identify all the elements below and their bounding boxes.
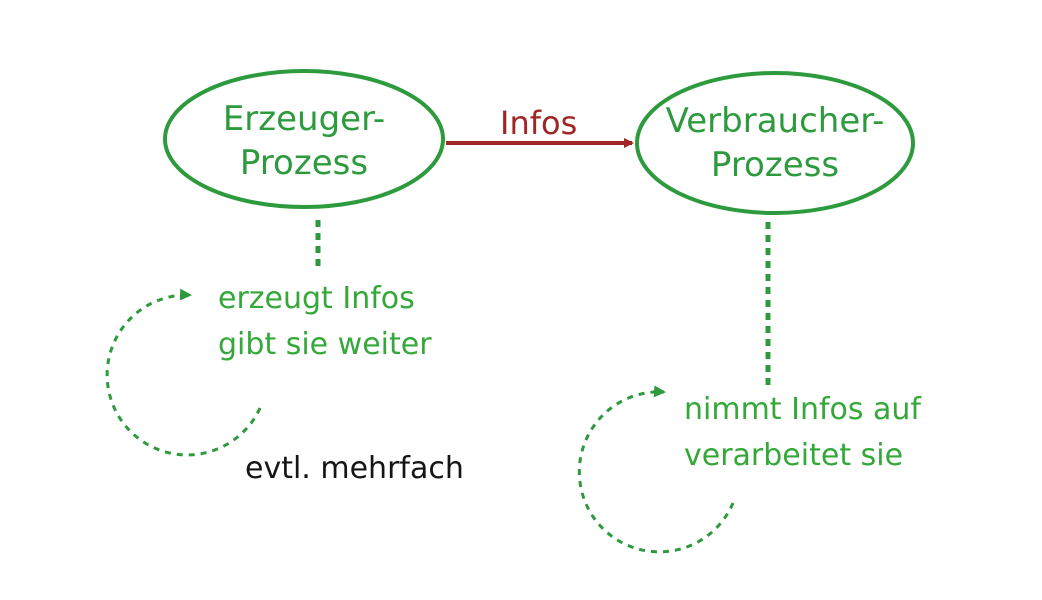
- consumer-node-ellipse: [635, 71, 915, 215]
- producer-note-line2: gibt sie weiter: [218, 327, 432, 362]
- consumer-label-line1: Verbraucher-: [665, 101, 885, 141]
- producer-label-line1: Erzeuger-: [222, 99, 386, 139]
- consumer-node-label: Verbraucher- Prozess: [650, 99, 900, 187]
- producer-node-ellipse: [163, 69, 445, 209]
- consumer-loop-arrow: [577, 385, 735, 554]
- producer-note: erzeugt Infos gibt sie weiter: [218, 276, 432, 368]
- consumer-note-line1: nimmt Infos auf: [684, 392, 921, 427]
- consumer-note: nimmt Infos auf verarbeitet sie: [684, 387, 921, 479]
- producer-loop-arrow: [105, 288, 262, 457]
- consumer-label-line2: Prozess: [710, 145, 840, 185]
- producer-node-label: Erzeuger- Prozess: [214, 97, 394, 185]
- consumer-note-line2: verarbeitet sie: [684, 438, 904, 473]
- repeat-note: evtl. mehrfach: [245, 451, 464, 486]
- producer-note-line1: erzeugt Infos: [218, 281, 415, 316]
- info-flow-label: Infos: [500, 104, 578, 142]
- producer-label-line2: Prozess: [239, 143, 369, 183]
